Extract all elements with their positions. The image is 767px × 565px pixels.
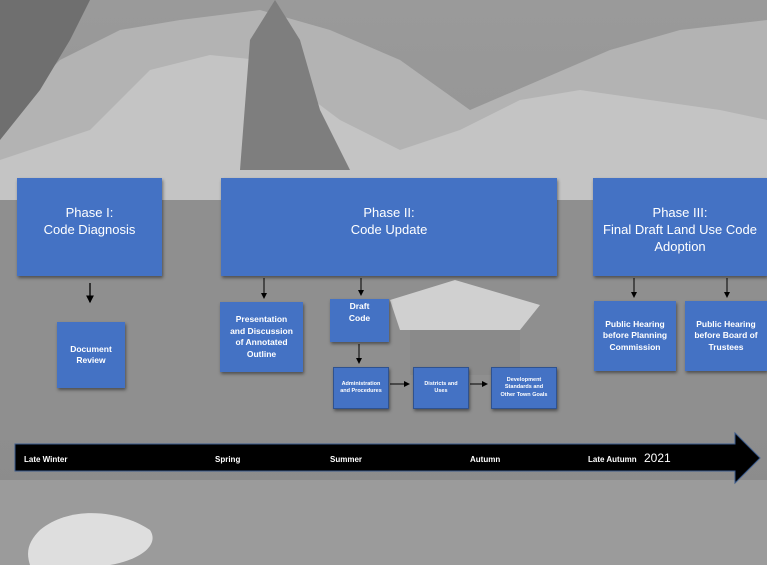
administration-label: Administration and Procedures [340,380,382,395]
draft-code-box: Draft Code [330,299,389,342]
phase-2-box: Phase II: Code Update [221,178,557,276]
development-label: Development Standards and Other Town Goa… [500,376,548,398]
development-box: Development Standards and Other Town Goa… [491,367,557,409]
phase-1-title: Phase I: Code Diagnosis [43,205,136,237]
phase-2-title: Phase II: Code Update [350,205,428,237]
phase-3-title: Phase III: Final Draft Land Use Code Ado… [603,205,757,254]
timeline-label-late-winter: Late Winter [24,455,68,464]
document-review-box: Document Review [57,322,125,388]
timeline-label-late-autumn: Late Autumn [588,455,637,464]
administration-box: Administration and Procedures [333,367,389,409]
districts-label: Districts and Uses [424,380,458,395]
timeline-label-summer: Summer [330,455,363,464]
draft-code-label: Draft Code [348,301,371,323]
timeline-label-spring: Spring [215,455,241,464]
phase-3-box: Phase III: Final Draft Land Use Code Ado… [593,178,767,276]
hearing-planning-label: Public Hearing before Planning Commissio… [602,318,668,352]
presentation-box: Presentation and Discussion of Annotated… [220,302,303,372]
timeline-year: 2021 [644,451,671,465]
hearing-planning-box: Public Hearing before Planning Commissio… [594,301,676,371]
districts-box: Districts and Uses [413,367,469,409]
hearing-board-box: Public Hearing before Board of Trustees [685,301,767,371]
document-review-label: Document Review [70,343,112,366]
hearing-board-label: Public Hearing before Board of Trustees [694,318,758,352]
presentation-label: Presentation and Discussion of Annotated… [230,314,293,359]
phase-1-box: Phase I: Code Diagnosis [17,178,162,276]
timeline-label-autumn: Autumn [470,455,501,464]
